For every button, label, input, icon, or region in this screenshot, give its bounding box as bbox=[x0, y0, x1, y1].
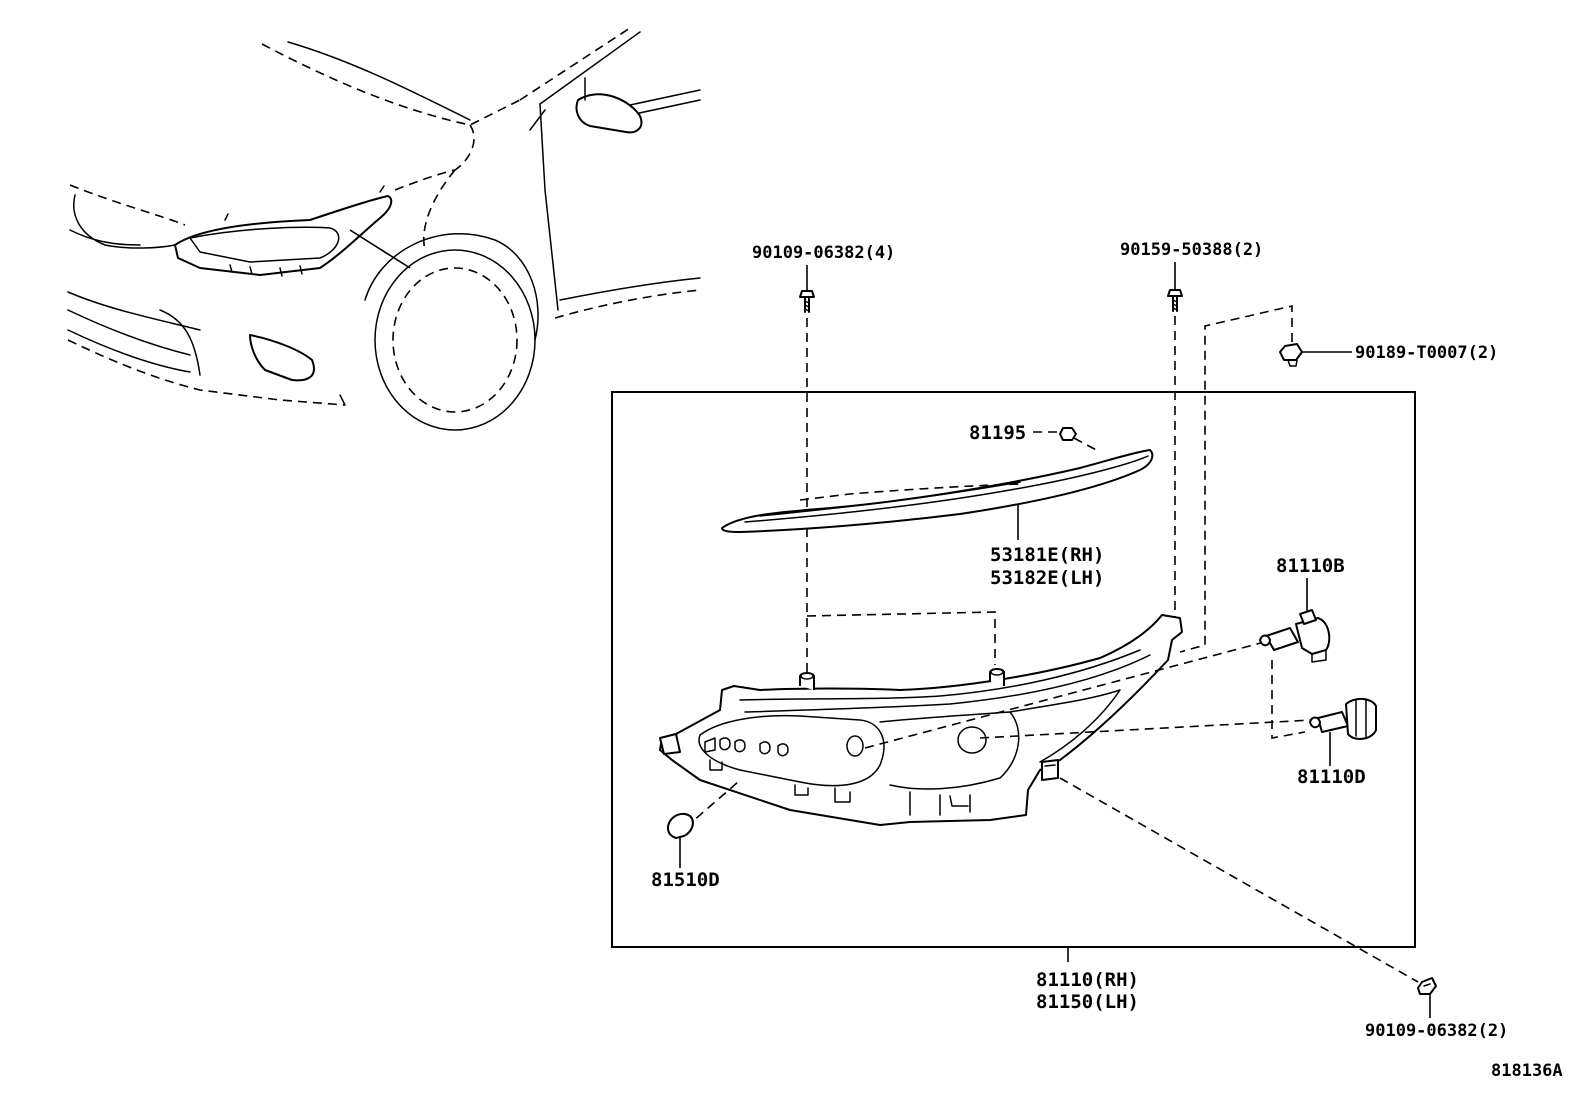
clip-icon bbox=[1279, 343, 1303, 367]
bolt-icon-bottom bbox=[1417, 977, 1437, 995]
headlamp-garnish-strip bbox=[721, 449, 1154, 533]
label-81150-LH: 81150(LH) bbox=[1036, 991, 1139, 1013]
assembly-box bbox=[611, 391, 1416, 948]
bolt-icon-right bbox=[1167, 289, 1183, 312]
label-81195: 81195 bbox=[969, 422, 1026, 444]
bulb-81510d-icon bbox=[667, 812, 694, 839]
diagram-id: 818136A bbox=[1491, 1061, 1563, 1081]
label-53181E-RH: 53181E(RH) bbox=[990, 544, 1104, 566]
label-81510D: 81510D bbox=[651, 869, 720, 891]
vehicle-front-overview bbox=[67, 27, 701, 431]
bulb-81110d-icon bbox=[1309, 698, 1377, 740]
label-90109-06382-2: 90109-06382(2) bbox=[1365, 1021, 1508, 1041]
label-53182E-LH: 53182E(LH) bbox=[990, 567, 1104, 589]
clip-81195-icon bbox=[1059, 427, 1077, 441]
label-81110D: 81110D bbox=[1297, 766, 1366, 788]
bulb-81110b-icon bbox=[1259, 609, 1331, 663]
label-81110B: 81110B bbox=[1276, 555, 1345, 577]
label-90159-50388-2: 90159-50388(2) bbox=[1120, 240, 1263, 260]
label-90189-T0007-2: 90189-T0007(2) bbox=[1355, 343, 1498, 363]
headlamp-assembly bbox=[659, 614, 1183, 826]
label-90109-06382-4: 90109-06382(4) bbox=[752, 243, 895, 263]
bolt-icon-left bbox=[799, 290, 815, 313]
label-81110-RH: 81110(RH) bbox=[1036, 969, 1139, 991]
